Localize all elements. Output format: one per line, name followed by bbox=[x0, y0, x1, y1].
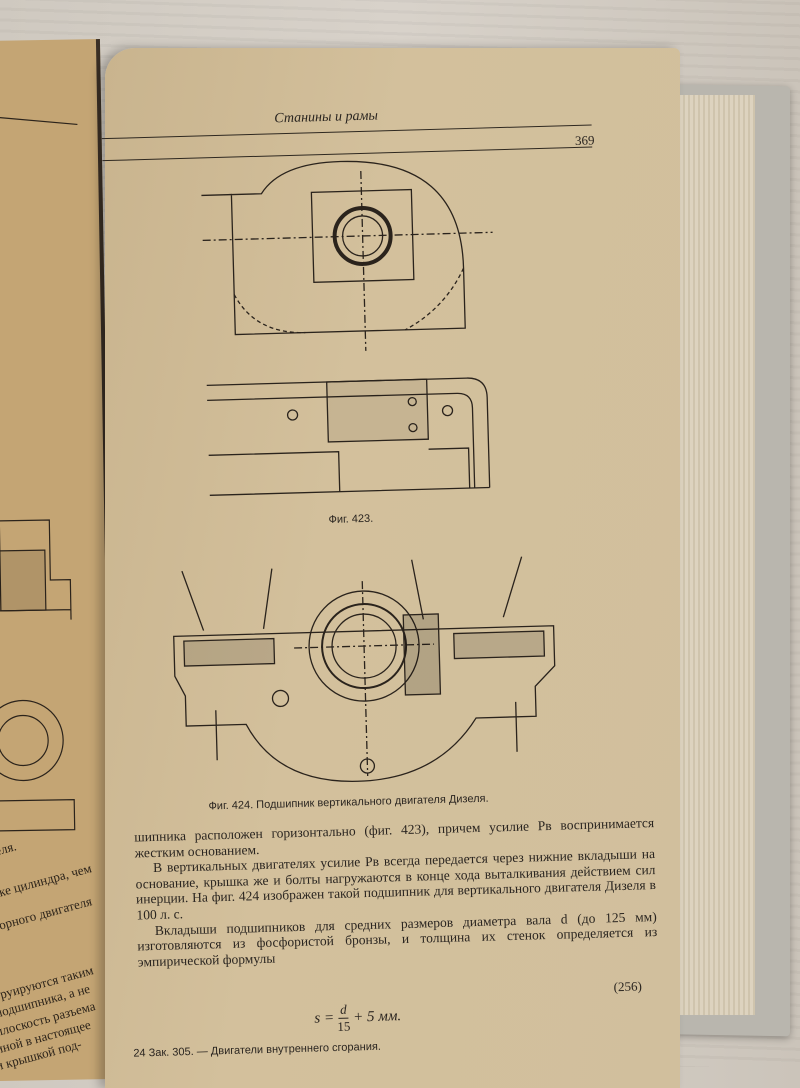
header-rule bbox=[101, 124, 592, 140]
figure-423-drawing bbox=[201, 160, 493, 496]
running-head: Станины и рамы bbox=[274, 108, 379, 127]
formula: s = d 15 + 5 мм. bbox=[314, 1000, 402, 1035]
equation-number: (256) bbox=[613, 978, 643, 995]
formula-denominator: 15 bbox=[337, 1018, 351, 1034]
formula-rhs: + 5 мм. bbox=[352, 1008, 402, 1026]
body-text: шипника расположен горизонтально (фиг. 4… bbox=[134, 815, 658, 970]
formula-lhs: s = bbox=[314, 1010, 335, 1027]
figure-424-drawing bbox=[173, 556, 556, 782]
left-page-drawing bbox=[0, 115, 78, 832]
figure-424-caption: Фиг. 424. Подшипник вертикального двигат… bbox=[208, 792, 489, 813]
formula-fraction: d 15 bbox=[337, 1001, 351, 1035]
formula-numerator: d bbox=[337, 1001, 349, 1019]
page-footer: 24 Зак. 305. — Двигатели внутреннего сго… bbox=[133, 1040, 382, 1060]
left-page: еля. вке цилиндра, чем торного двигателя… bbox=[0, 39, 119, 1081]
figure-423-caption: Фиг. 423. bbox=[328, 512, 374, 527]
right-page bbox=[105, 48, 680, 1088]
